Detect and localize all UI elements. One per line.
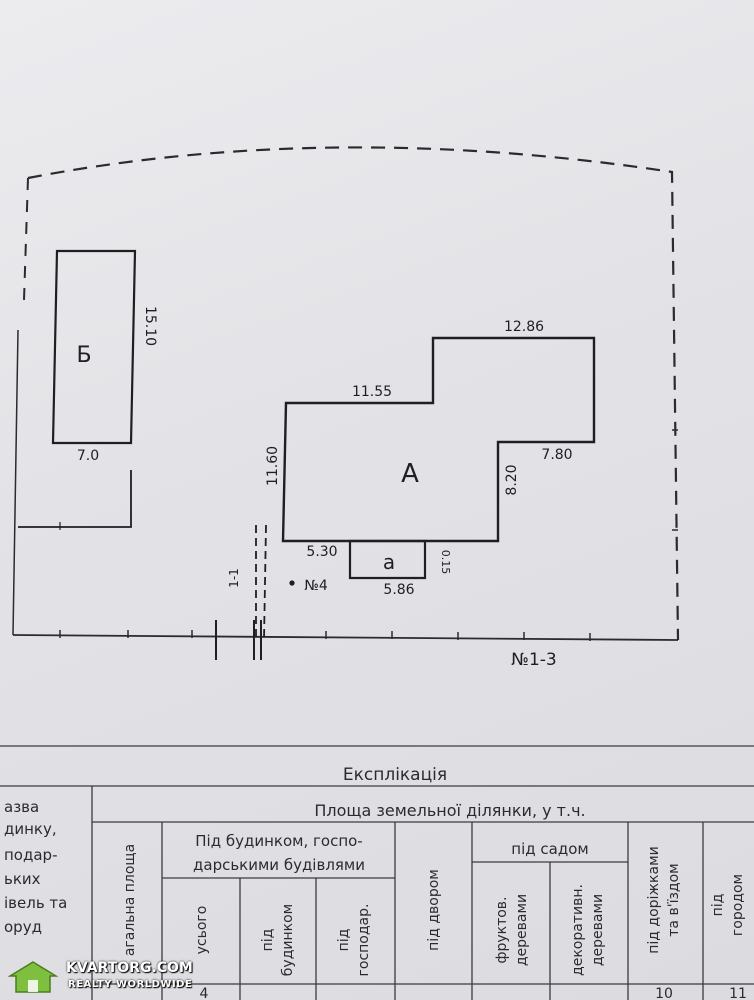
annex-a-label: а bbox=[383, 550, 395, 574]
point-label: №4 bbox=[304, 578, 328, 594]
column-number-total-built: 4 bbox=[200, 986, 209, 1000]
building-a-dim-right-step: 7.80 bbox=[541, 447, 572, 463]
building-a-dim-top-right: 12.86 bbox=[504, 319, 544, 335]
watermark-site: KVARTORG.COM bbox=[66, 960, 193, 976]
col-under-house-line-1: під bbox=[260, 929, 276, 952]
col-fruit-line-1: фруктов. bbox=[494, 896, 510, 963]
column-number-vegetable: 11 bbox=[729, 986, 747, 1000]
watermark-house-icon bbox=[8, 961, 58, 993]
annex-a-side-dim: 0.15 bbox=[439, 550, 452, 575]
group-area-header: Площа земельної ділянки, у т.ч. bbox=[314, 801, 585, 820]
parcel-label: №1-3 bbox=[511, 650, 556, 670]
building-a-dim-right: 8.20 bbox=[504, 464, 520, 495]
col-name-line-3: подар- bbox=[4, 846, 57, 864]
col-name-line-4: ьких bbox=[4, 870, 41, 888]
col-under-outbuildings-line-2: господар. bbox=[356, 904, 372, 977]
watermark: KVARTORG.COM REALTY WORLDWIDE bbox=[8, 958, 198, 998]
col-name-line-1: азва bbox=[4, 798, 39, 816]
building-a-outline bbox=[281, 336, 596, 543]
col-total-header: агальна площа bbox=[122, 844, 138, 956]
fence-line bbox=[18, 470, 132, 528]
parcel-boundary-left-dashed bbox=[23, 177, 29, 301]
col-paths-line-2: та в'їздом bbox=[666, 863, 682, 936]
explication-title: Експлікація bbox=[343, 765, 447, 785]
col-name-line-6: оруд bbox=[4, 918, 42, 936]
building-a-label: А bbox=[401, 459, 419, 489]
building-a-dim-bottom-left: 5.30 bbox=[306, 544, 337, 560]
col-fruit-line-2: деревами bbox=[514, 894, 530, 966]
col-decorative-line-1: декоративн. bbox=[570, 884, 586, 976]
col-yard-header: під двором bbox=[426, 869, 442, 951]
building-b-outline bbox=[51, 249, 137, 445]
col-under-house-line-2: будинком bbox=[280, 904, 296, 976]
building-a-dim-left: 11.60 bbox=[265, 446, 281, 486]
col-under-outbuildings-line-1: під bbox=[336, 929, 352, 952]
col-decorative-line-2: деревами bbox=[590, 894, 606, 966]
group-garden-header: під садом bbox=[511, 840, 588, 858]
building-a-dim-top-left: 11.55 bbox=[352, 384, 392, 400]
point-marker bbox=[289, 580, 295, 586]
col-vegetable-line-2: городом bbox=[730, 874, 746, 936]
section-line-b bbox=[263, 524, 267, 641]
parcel-boundary-bottom bbox=[12, 634, 679, 641]
boundary-tick-marks bbox=[59, 429, 678, 641]
watermark-tagline: REALTY WORLDWIDE bbox=[68, 979, 193, 990]
group-under-buildings-line-1: Під будинком, госпо- bbox=[195, 832, 362, 850]
parcel-boundary-left bbox=[12, 329, 19, 636]
column-number-paths: 10 bbox=[655, 986, 673, 1000]
parcel-boundary-dashed bbox=[27, 146, 680, 641]
col-vegetable-line-1: під bbox=[710, 894, 726, 917]
section-mark-label: 1-1 bbox=[227, 568, 241, 588]
group-under-buildings-line-2: дарськими будівлями bbox=[193, 856, 365, 874]
building-b-height-dim: 15.10 bbox=[142, 306, 158, 346]
annex-a-outline bbox=[348, 539, 427, 580]
explication-table-grid bbox=[0, 745, 754, 1000]
building-b-label: Б bbox=[76, 343, 91, 368]
col-name-line-5: івель та bbox=[4, 894, 67, 912]
building-b-width-dim: 7.0 bbox=[77, 448, 99, 464]
col-name-line-2: динку, bbox=[4, 820, 57, 838]
annex-a-width-dim: 5.86 bbox=[383, 582, 414, 598]
col-total-built-header: усього bbox=[194, 906, 210, 955]
col-paths-line-1: під доріжками bbox=[646, 846, 662, 954]
